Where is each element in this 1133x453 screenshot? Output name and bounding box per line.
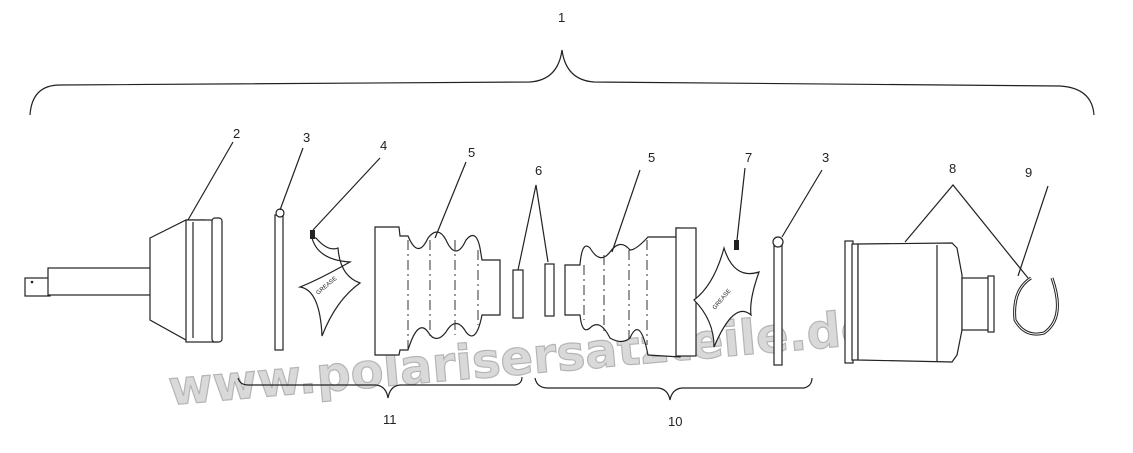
leader-lines [187,141,1049,279]
boot-left [374,226,501,356]
inner-cv-housing [844,240,995,364]
brace-kit-10 [534,377,813,401]
callout-10: 10 [668,414,682,429]
callout-5-right: 5 [648,150,655,165]
callout-1: 1 [558,10,565,25]
small-clamp-b [544,263,555,317]
brace-kit-11 [237,376,523,399]
clamp-left [274,208,285,351]
small-clamp-a [512,269,524,319]
brace-assembly-1 [29,49,1095,116]
grease-pack-4: GREASE [297,230,362,337]
callout-5-left: 5 [468,145,475,160]
outer-cv-joint-shaft [24,217,223,343]
callout-11: 11 [383,412,397,427]
callout-2: 2 [233,126,240,141]
callout-3-right: 3 [822,150,829,165]
clamp-right [772,236,784,366]
callout-8: 8 [949,161,956,176]
callout-4: 4 [380,138,387,153]
callout-7: 7 [745,150,752,165]
callout-6: 6 [535,163,542,178]
callout-3-left: 3 [303,130,310,145]
callout-9: 9 [1025,165,1032,180]
boot-right [564,227,697,358]
grease-pack-7: GREASE [693,240,760,348]
